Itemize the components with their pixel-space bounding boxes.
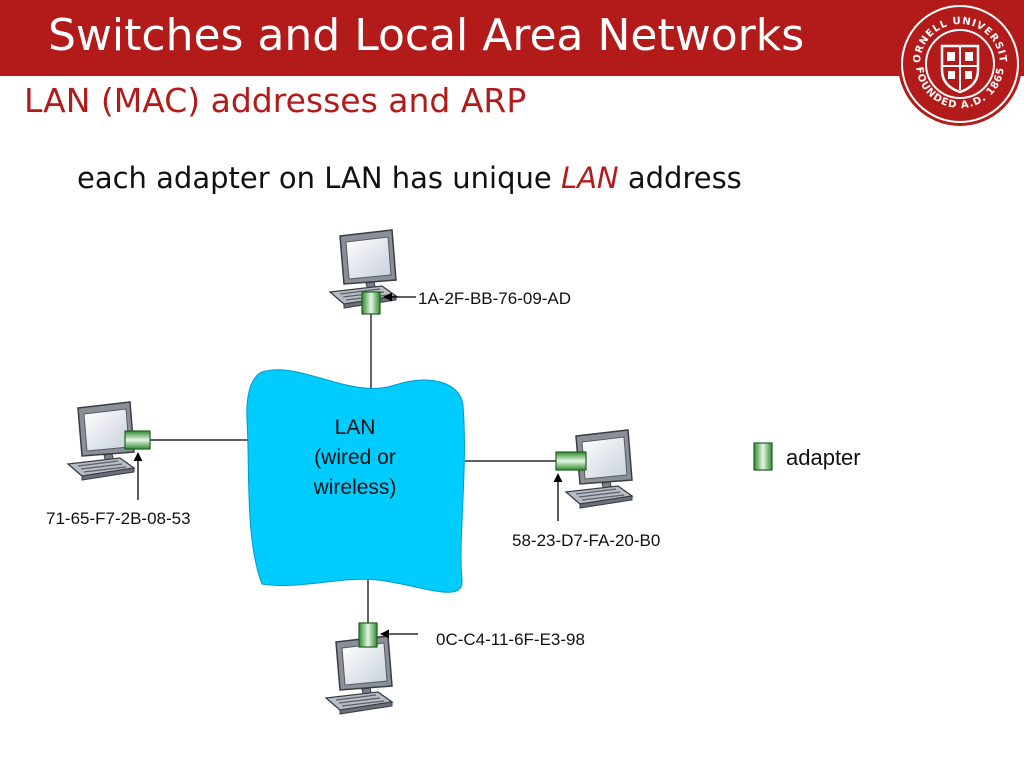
network-links	[150, 314, 556, 623]
headline-before: each adapter on LAN has unique	[77, 161, 561, 195]
mac-address-bottom: 0C-C4-11-6F-E3-98	[436, 630, 585, 649]
lan-cloud	[246, 369, 465, 593]
address-arrows	[133, 292, 563, 639]
lan-label-line: LAN	[334, 416, 376, 439]
slide-subtitle: LAN (MAC) addresses and ARP	[24, 81, 527, 120]
adapter-left	[124, 430, 151, 450]
lan-label: LAN (wired or wireless)	[290, 413, 420, 503]
slide-title: Switches and Local Area Networks	[48, 10, 805, 61]
lan-label-line: wireless)	[313, 476, 397, 499]
adapter-bottom	[358, 622, 378, 648]
legend-label: adapter	[786, 445, 861, 470]
mac-address-left: 71-65-F7-2B-08-53	[46, 509, 191, 528]
headline: each adapter on LAN has unique LAN addre…	[77, 156, 742, 200]
headline-emphasis: LAN	[560, 161, 619, 195]
adapter-right	[555, 451, 587, 471]
adapter-top	[361, 291, 381, 315]
mac-address-right: 58-23-D7-FA-20-B0	[512, 531, 661, 550]
legend-adapter-icon	[753, 442, 773, 471]
headline-after: address	[618, 161, 742, 195]
mac-address-top: 1A-2F-BB-76-09-AD	[418, 289, 572, 308]
title-bar	[0, 0, 1024, 76]
seal-icon: CORNELL UNIVERSITY FOUNDED A.D. 1865	[896, 0, 1022, 126]
host-bottom	[325, 635, 393, 715]
host-left	[67, 401, 135, 481]
lan-label-line: (wired or	[314, 446, 396, 469]
